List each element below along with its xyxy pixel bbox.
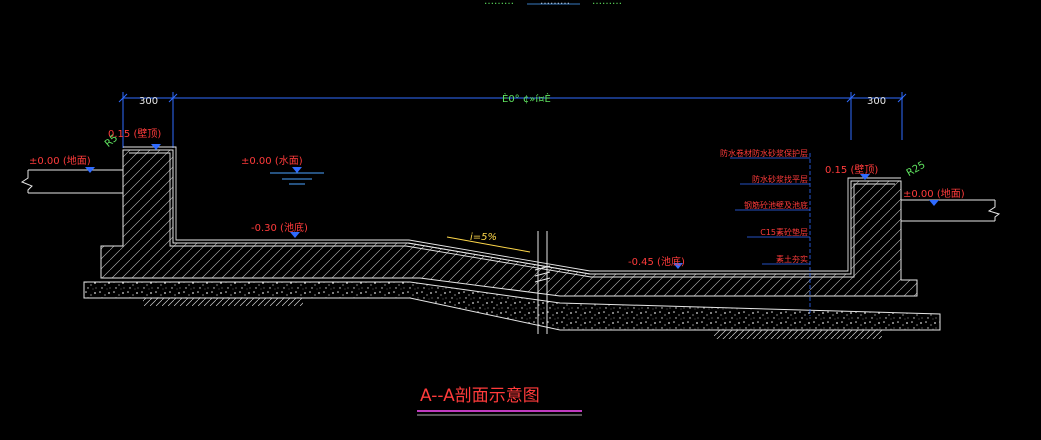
layer-3: 钢筋砼池壁及池底 [744,200,808,210]
slope-label: i=5% [470,232,497,243]
slope-arrow [446,236,531,253]
water-symbol [270,172,324,185]
radius-right: R25 [905,160,928,179]
ground-lines [20,169,1001,222]
label-deep-bottom: -0.45 (池底) [628,255,685,268]
top-fragments: ……… ……… ……… [484,0,622,7]
lining-layers [101,146,901,279]
label-right-ground: ±0.00 (地面) [903,187,965,200]
label-water-surface: ±0.00 (水面) [241,155,303,167]
elevation-markers [85,144,939,269]
dimension-lines [118,92,907,148]
top-fragment-3: ……… [592,0,622,7]
top-fragment-1: ……… [484,0,514,7]
soil-right [714,330,882,339]
label-shallow-bottom: -0.30 (池底) [251,221,308,234]
layer-2: 防水砂浆找平层 [752,174,808,184]
dimension-middle: È0° ¢»í¤È [502,92,551,105]
break-line [534,231,551,334]
label-left-ground: ±0.00 (地面) [29,154,91,167]
layer-leader [730,153,811,316]
dimension-right: 300 [867,96,886,107]
label-left-wall-top: 0.15 (壁顶) [108,127,161,140]
layer-5: 素土夯实 [776,254,808,264]
layer-4: C15素砼垫层 [760,227,808,237]
top-fragment-2: ……… [540,0,570,7]
label-right-wall-top: 0.15 (壁顶) [825,163,878,176]
drawing-title: A--A剖面示意图 [420,386,540,406]
layer-1: 防水卷材防水砂浆保护层 [720,148,808,158]
soil-left [143,298,303,306]
dimension-left: 300 [139,96,158,107]
